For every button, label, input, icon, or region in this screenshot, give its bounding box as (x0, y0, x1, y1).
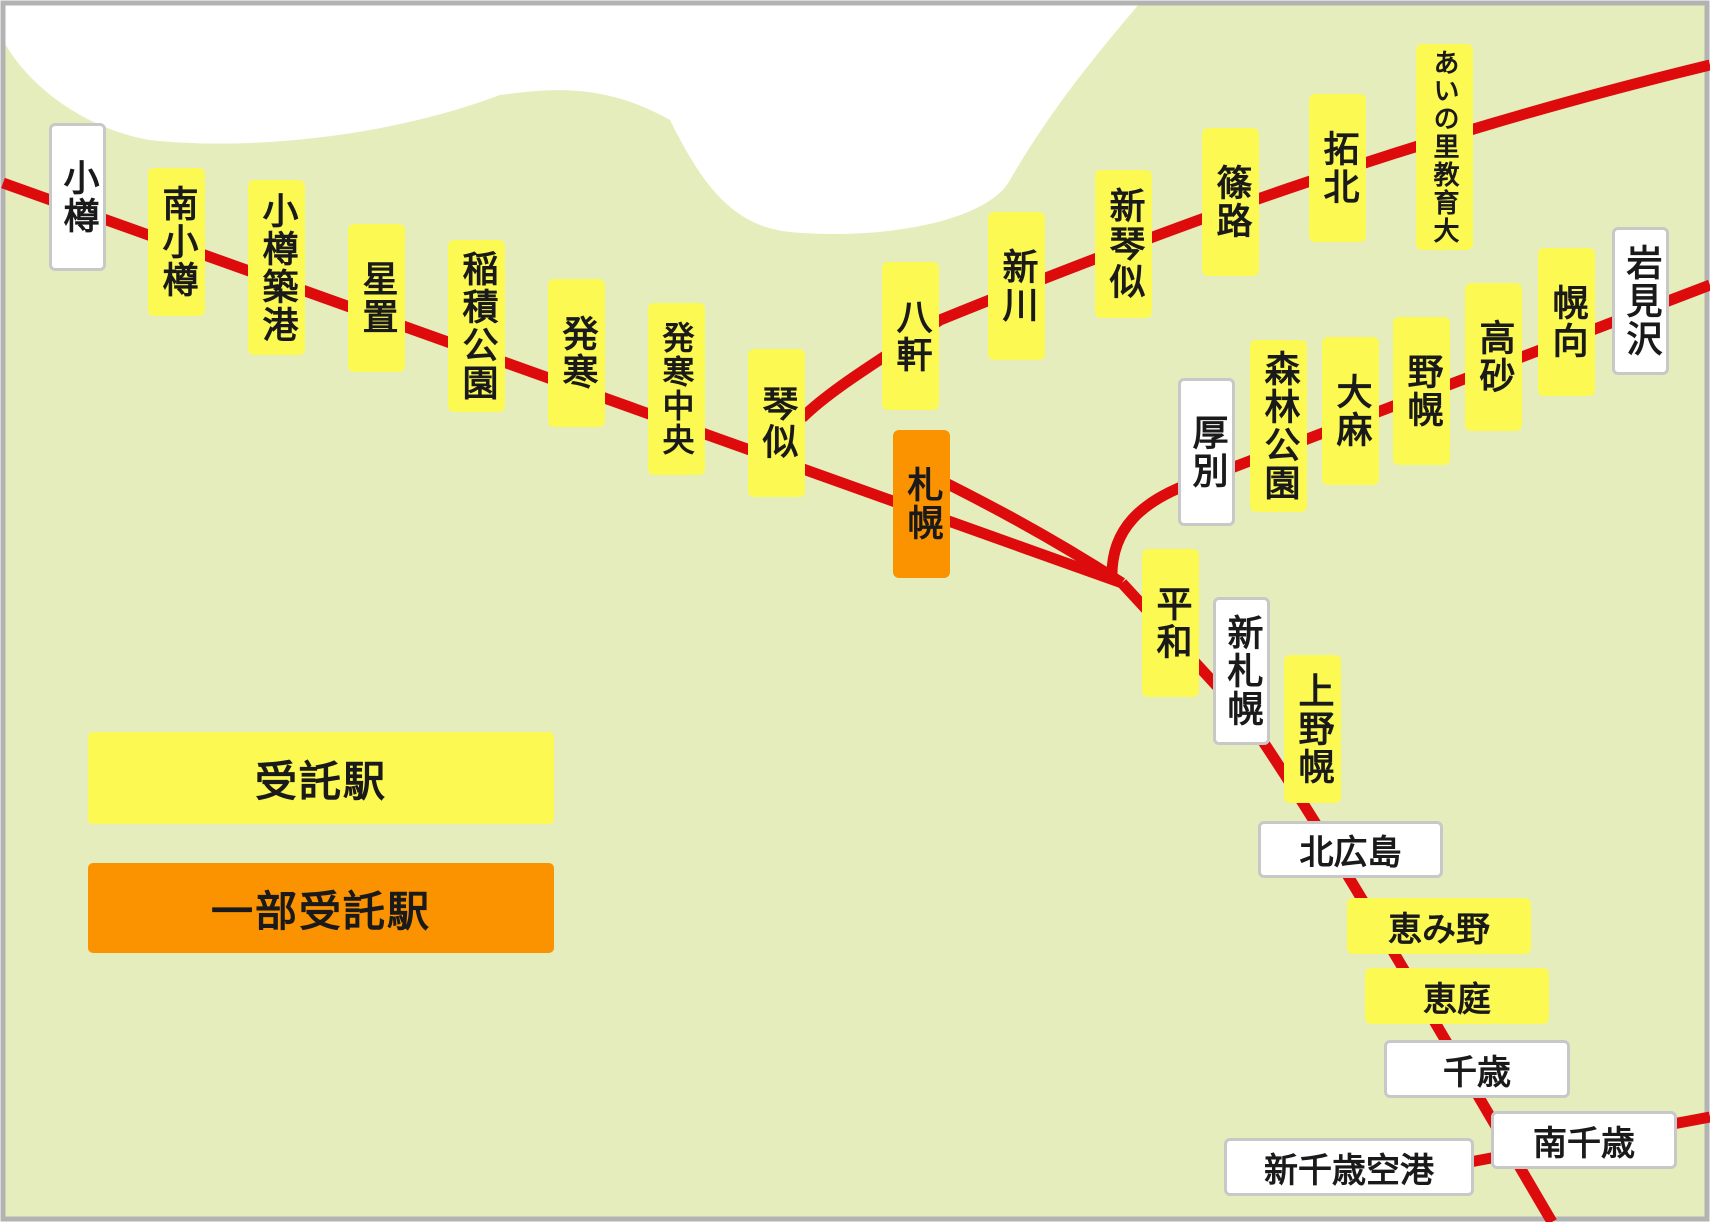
station-eniwa-megumino: 恵み野 (1347, 898, 1531, 954)
station-ainosato-kyoikudai: あいの里教育大 (1416, 44, 1473, 250)
station-shinkawa: 新川 (988, 212, 1045, 360)
station-takasago: 高砂 (1465, 283, 1522, 431)
station-new-chitose-airport: 新千歳空港 (1224, 1138, 1474, 1196)
station-hoshimi: 星置 (348, 224, 405, 372)
station-shinrin-koen: 森林公園 (1250, 340, 1307, 512)
station-kotoni: 琴似 (748, 349, 805, 497)
station-shinoro: 篠路 (1202, 128, 1259, 276)
station-inazumi-koen: 稲積公園 (448, 240, 505, 412)
sea-area (3, 3, 1140, 235)
legend-consigned-station: 受託駅 (88, 732, 554, 824)
station-heiwa: 平和 (1142, 549, 1199, 697)
station-chitose: 千歳 (1384, 1040, 1570, 1098)
gakuentoshi-line (798, 59, 1710, 422)
station-minami-otaru: 南小樽 (148, 168, 205, 316)
station-oasa: 大麻 (1322, 337, 1379, 485)
station-otaru: 小樽 (49, 123, 106, 271)
station-shin-kotoni: 新琴似 (1095, 170, 1152, 318)
station-nopporo: 野幌 (1393, 317, 1450, 465)
station-kitahiroshima: 北広島 (1258, 821, 1443, 878)
station-hassamu-chuo: 発寒中央 (648, 303, 705, 475)
station-shin-sapporo: 新札幌 (1213, 597, 1270, 745)
legend-partial-label: 一部受託駅 (210, 886, 431, 936)
station-otaru-chikko: 小樽築港 (248, 180, 305, 355)
station-sapporo: 札幌 (893, 430, 950, 578)
station-atsubetsu: 厚別 (1178, 378, 1235, 526)
station-kami-nopporo: 上野幌 (1284, 655, 1341, 803)
legend-consigned-label: 受託駅 (254, 756, 387, 806)
station-minami-chitose: 南千歳 (1491, 1111, 1677, 1169)
station-hachiken: 八軒 (882, 262, 939, 410)
station-hassamu: 発寒 (548, 279, 605, 427)
station-horomui: 幌向 (1538, 248, 1595, 396)
station-eniwa: 恵庭 (1365, 968, 1549, 1024)
station-takuhoku: 拓北 (1309, 94, 1366, 242)
station-iwamizawa: 岩見沢 (1612, 227, 1669, 375)
legend-partial-consigned-station: 一部受託駅 (88, 863, 554, 953)
